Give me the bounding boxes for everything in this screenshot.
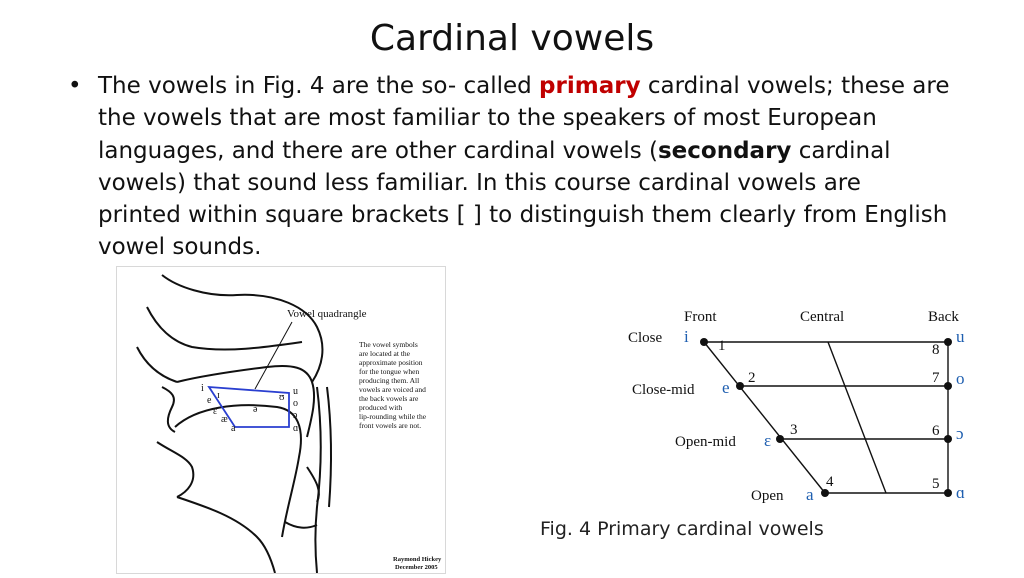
- back-vowel-symbol: ɔ: [956, 424, 964, 443]
- column-header-front: Front: [684, 309, 717, 325]
- front-vowel-symbol: a: [806, 485, 814, 504]
- vowel-point: [944, 435, 952, 443]
- cardinal-vowel-chart: Front Central Back: [620, 300, 980, 510]
- note-line: produced with: [359, 403, 402, 412]
- vocal-tract-drawing: Vowel quadrangle The vowel symbols are l…: [136, 274, 442, 574]
- primary-keyword: primary: [539, 73, 641, 99]
- bullet-text-part1: The vowels in Fig. 4 are the so- called: [98, 73, 540, 99]
- note-line: producing them. All: [359, 376, 419, 385]
- front-vowel-symbol: i: [684, 327, 689, 346]
- credit-line: December 2005: [395, 564, 438, 571]
- back-vowel-symbol: o: [956, 369, 965, 388]
- vowel-symbol: a: [231, 423, 236, 434]
- figure-caption: Fig. 4 Primary cardinal vowels: [540, 518, 824, 540]
- secondary-keyword: secondary: [657, 137, 792, 164]
- vowel-symbol: ɑ: [293, 423, 298, 434]
- front-vowel-symbol: e: [722, 378, 730, 397]
- back-vowel-symbol: u: [956, 327, 965, 346]
- vowel-symbol: u: [293, 386, 298, 397]
- quadrangle-label: Vowel quadrangle: [287, 308, 367, 320]
- vowel-point: [821, 489, 829, 497]
- vowel-number: 3: [790, 422, 798, 438]
- vowel-number: 2: [748, 370, 756, 386]
- vowel-symbol: ʊ: [279, 392, 285, 403]
- vowel-point: [944, 382, 952, 390]
- credit-line: Raymond Hickey: [393, 556, 442, 563]
- bullet-marker: •: [68, 73, 82, 99]
- note-line: lip-rounding while the: [359, 412, 427, 421]
- note-line: vowels are voiced and: [359, 385, 426, 394]
- vowel-symbol: e: [207, 395, 212, 406]
- note-line: front vowels are not.: [359, 421, 421, 430]
- back-vowel-symbol: ɑ: [956, 483, 965, 502]
- vowel-symbol: ɔ: [293, 410, 298, 421]
- row-label-close-mid: Close-mid: [632, 382, 695, 398]
- vowel-symbol: ɛ: [213, 406, 217, 417]
- row-label-open: Open: [751, 488, 784, 504]
- note-line: The vowel symbols: [359, 340, 418, 349]
- row-label-open-mid: Open-mid: [675, 434, 736, 450]
- vowel-symbol: i: [201, 383, 204, 394]
- vowel-point: [700, 338, 708, 346]
- vowel-point: [944, 489, 952, 497]
- slide-title: Cardinal vowels: [369, 18, 655, 59]
- note-line: the back vowels are: [359, 394, 419, 403]
- column-header-back: Back: [928, 309, 959, 325]
- row-label-close: Close: [628, 330, 663, 346]
- vowel-symbol: æ: [221, 414, 228, 425]
- note-line: for the tongue when: [359, 367, 419, 376]
- vowel-number: 6: [932, 423, 940, 439]
- vowel-number: 1: [718, 338, 726, 354]
- vowel-number: 7: [932, 370, 940, 386]
- vowel-symbol: o: [293, 398, 298, 409]
- vowel-symbol: ɪ: [217, 390, 220, 401]
- vowel-point: [776, 435, 784, 443]
- column-header-central: Central: [800, 309, 844, 325]
- bullet-text-part2: cardinal vowels; these are the vowels th…: [98, 73, 950, 164]
- vowel-number: 5: [932, 476, 940, 492]
- bullet-paragraph: • The vowels in Fig. 4 are the so- calle…: [68, 70, 950, 264]
- bullet-text: The vowels in Fig. 4 are the so- called …: [98, 70, 950, 264]
- note-line: are located at the: [359, 349, 411, 358]
- vowel-number: 8: [932, 342, 940, 358]
- vowel-number: 4: [826, 474, 834, 490]
- note-line: approximate position: [359, 358, 423, 367]
- vowel-symbol: ə: [253, 404, 258, 415]
- vowel-point: [736, 382, 744, 390]
- cardinal-vowel-diagram: Front Central Back: [628, 309, 965, 504]
- vocal-tract-figure: Vowel quadrangle The vowel symbols are l…: [116, 266, 446, 574]
- bullet-text-part3: cardinal vowels) that sound less familia…: [98, 137, 948, 261]
- front-vowel-symbol: ε: [764, 431, 771, 450]
- vowel-point: [944, 338, 952, 346]
- vowel-quadrangle: [207, 385, 290, 428]
